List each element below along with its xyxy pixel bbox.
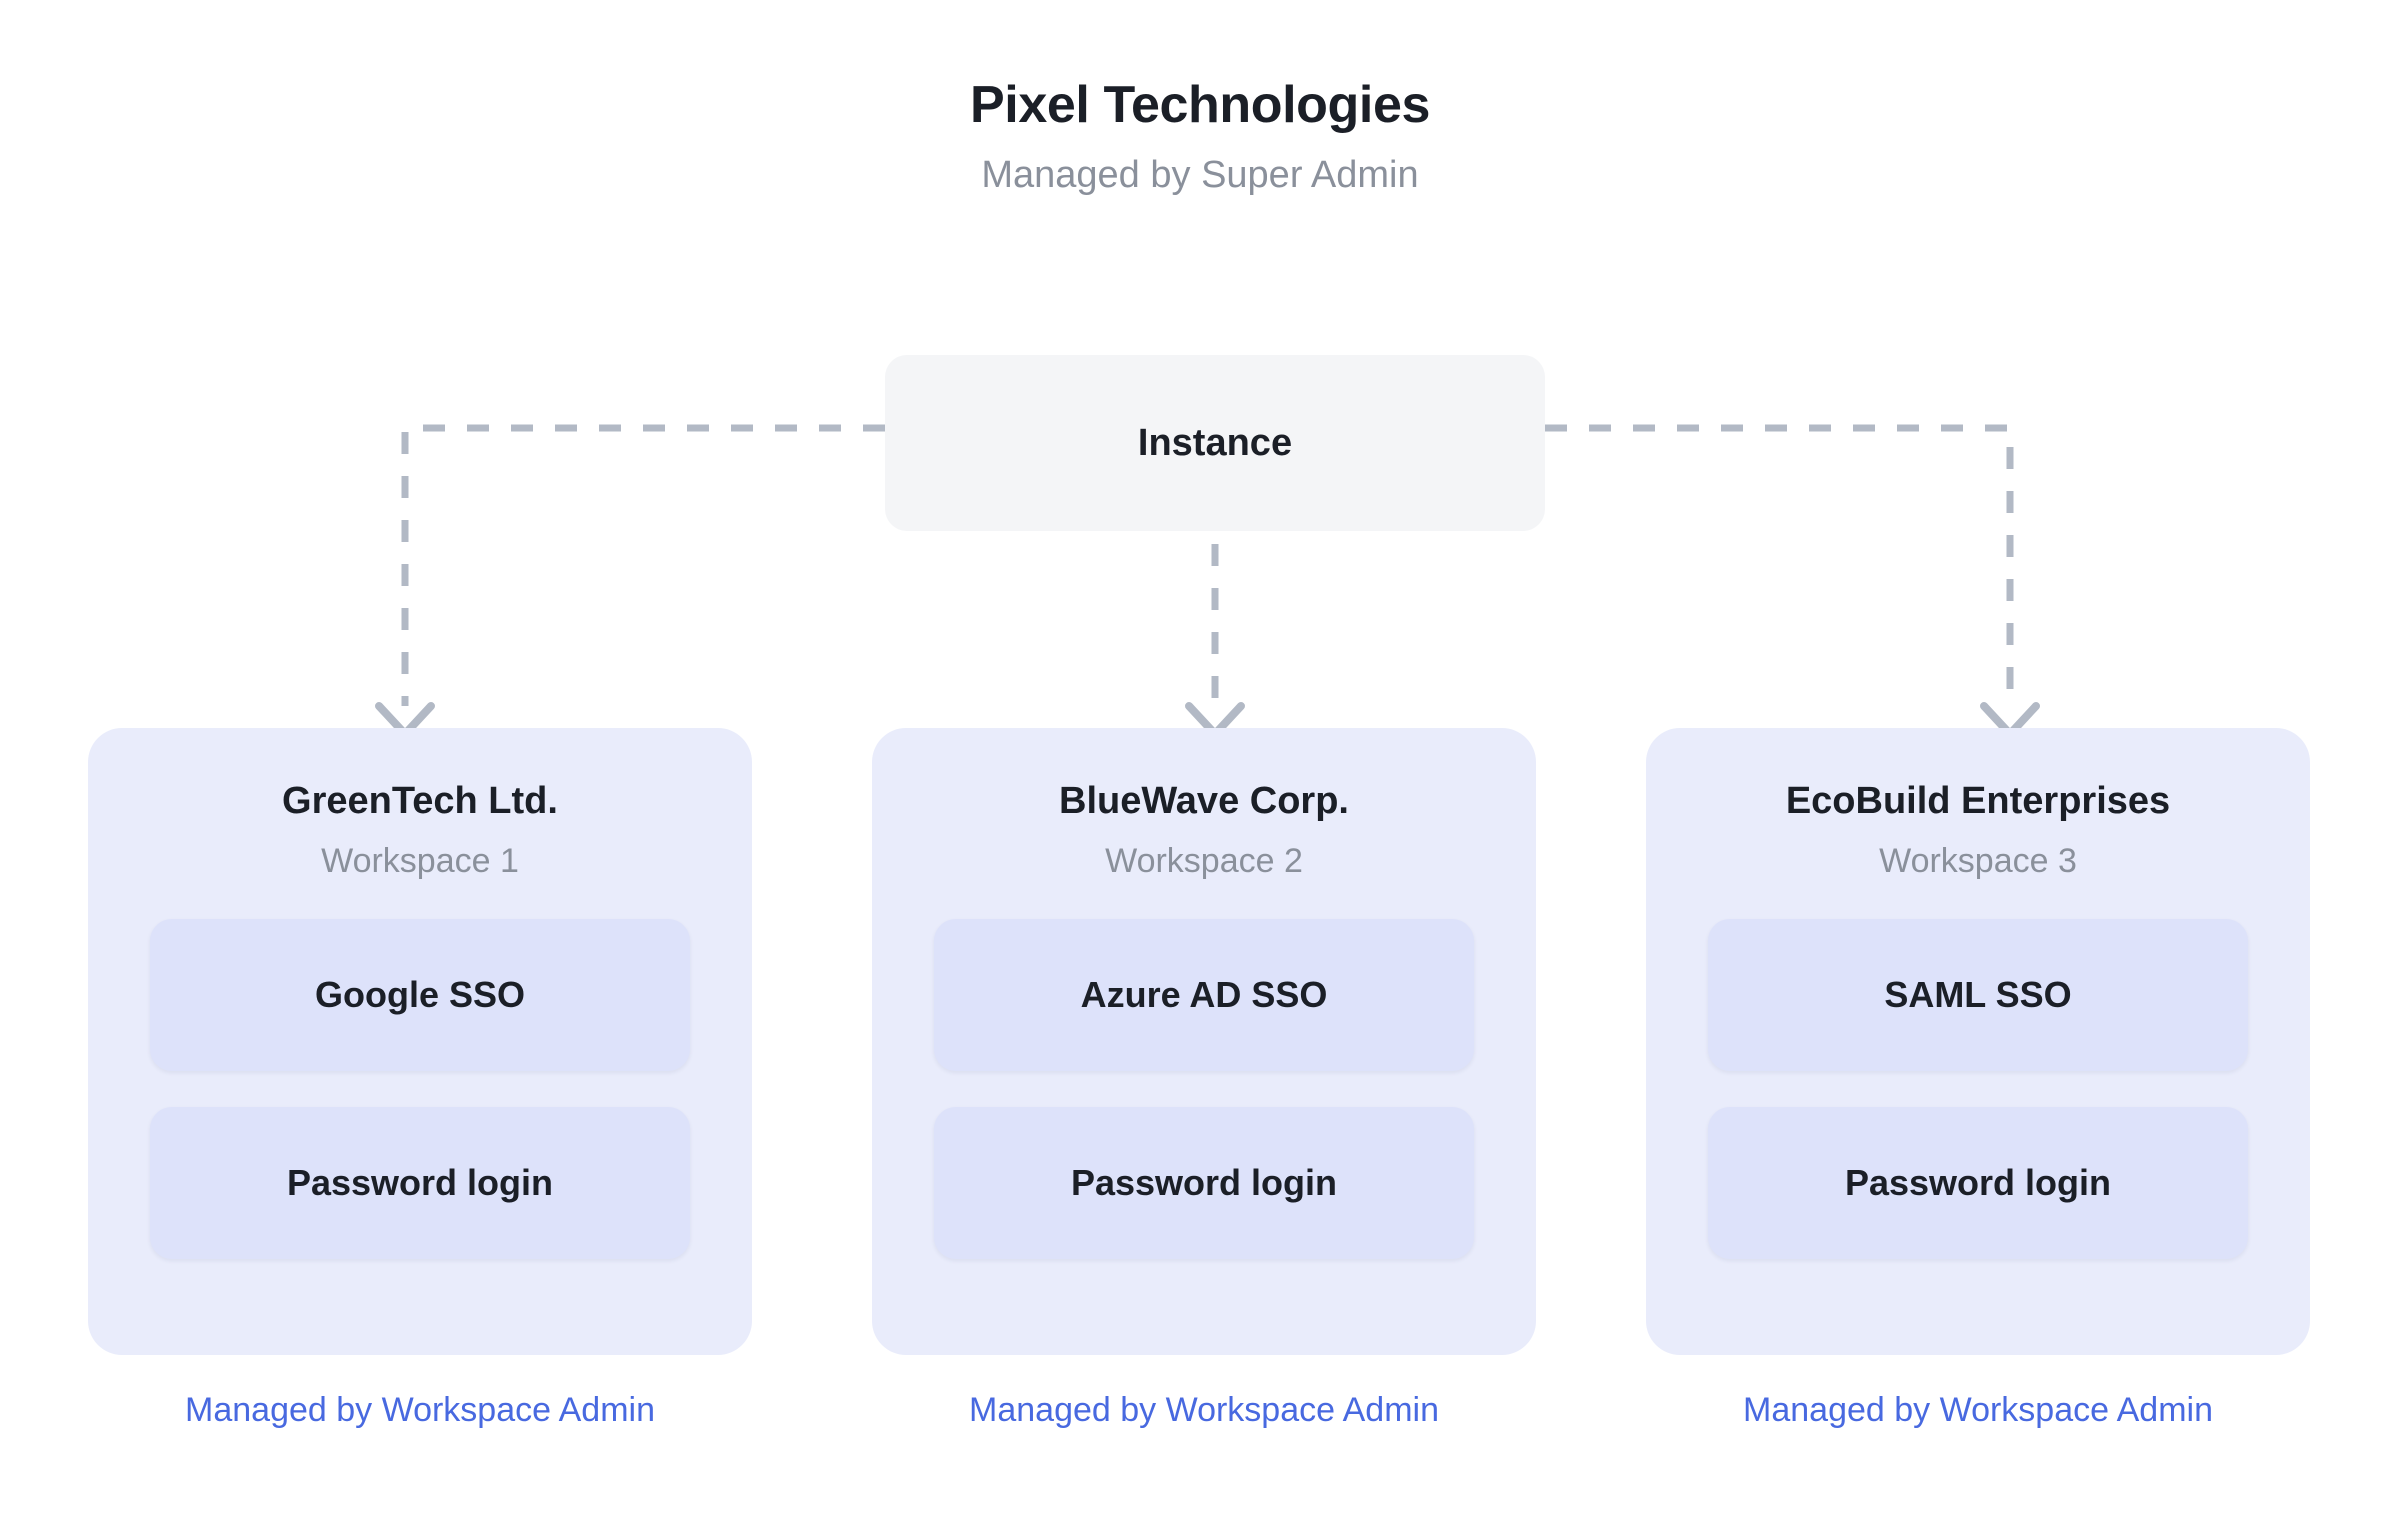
- workspace-admin-note: Managed by Workspace Admin: [1743, 1391, 2213, 1429]
- page-subtitle: Managed by Super Admin: [981, 153, 1419, 196]
- auth-method-list: SAML SSO Password login: [1708, 918, 2248, 1259]
- workspace-subtitle: Workspace 2: [1105, 841, 1303, 880]
- workspace-name: BlueWave Corp.: [1059, 780, 1349, 822]
- auth-method-password[interactable]: Password login: [934, 1106, 1474, 1259]
- workspace-card-bluewave[interactable]: BlueWave Corp. Workspace 2 Azure AD SSO …: [872, 728, 1536, 1355]
- connector-instance-to-workspace-1: [401, 424, 885, 706]
- instance-label: Instance: [1137, 421, 1293, 464]
- workspace-column-2: BlueWave Corp. Workspace 2 Azure AD SSO …: [872, 728, 1536, 1430]
- workspace-card-ecobuild[interactable]: EcoBuild Enterprises Workspace 3 SAML SS…: [1646, 728, 2310, 1355]
- auth-method-label: Password login: [286, 1161, 554, 1203]
- workspace-name: EcoBuild Enterprises: [1785, 780, 2171, 822]
- instance-node[interactable]: Instance: [885, 355, 1545, 531]
- diagram-header: Pixel Technologies Managed by Super Admi…: [0, 78, 2400, 196]
- auth-method-sso[interactable]: SAML SSO: [1708, 918, 2248, 1071]
- workspace-admin-note: Managed by Workspace Admin: [969, 1391, 1439, 1429]
- workspace-subtitle: Workspace 1: [321, 841, 519, 880]
- workspace-subtitle: Workspace 3: [1879, 841, 2077, 880]
- connector-instance-to-workspace-3: [1545, 424, 2014, 706]
- auth-method-list: Google SSO Password login: [150, 918, 690, 1259]
- auth-method-label: Azure AD SSO: [1080, 973, 1328, 1015]
- workspace-column-1: GreenTech Ltd. Workspace 1 Google SSO Pa…: [88, 728, 752, 1430]
- auth-method-list: Azure AD SSO Password login: [934, 918, 1474, 1259]
- auth-method-sso[interactable]: Google SSO: [150, 918, 690, 1071]
- page-title: Pixel Technologies: [970, 76, 1430, 134]
- workspace-card-greentech[interactable]: GreenTech Ltd. Workspace 1 Google SSO Pa…: [88, 728, 752, 1355]
- auth-method-label: Password login: [1844, 1161, 2112, 1203]
- auth-method-label: SAML SSO: [1884, 973, 2072, 1015]
- auth-method-password[interactable]: Password login: [150, 1106, 690, 1259]
- auth-method-password[interactable]: Password login: [1708, 1106, 2248, 1259]
- auth-method-label: Google SSO: [314, 973, 526, 1015]
- workspace-column-3: EcoBuild Enterprises Workspace 3 SAML SS…: [1646, 728, 2310, 1430]
- auth-method-sso[interactable]: Azure AD SSO: [934, 918, 1474, 1071]
- workspace-admin-note: Managed by Workspace Admin: [185, 1391, 655, 1429]
- workspace-name: GreenTech Ltd.: [282, 780, 558, 822]
- auth-method-label: Password login: [1070, 1161, 1338, 1203]
